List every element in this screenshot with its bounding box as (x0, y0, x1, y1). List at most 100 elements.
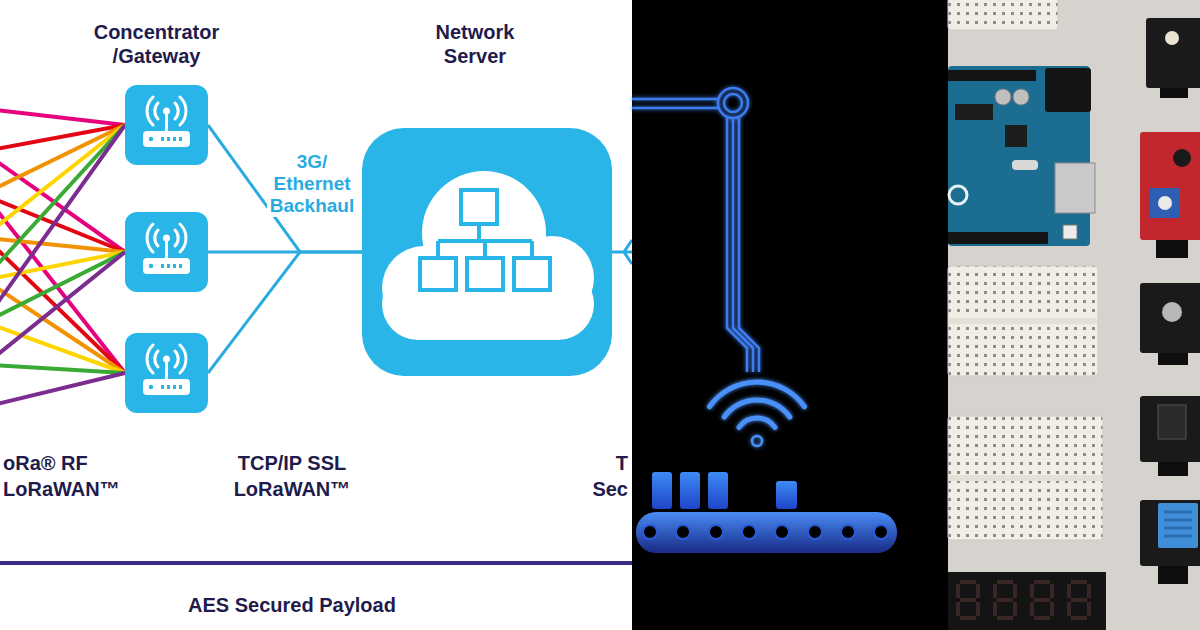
wifi-wave (739, 418, 775, 427)
sensor-part (1158, 405, 1186, 439)
roller (874, 525, 888, 539)
app-link-head (624, 240, 632, 264)
sensor-part (1162, 302, 1182, 322)
pin-header (948, 232, 1048, 244)
pcb (948, 66, 1090, 246)
protocol-label: oRa® RF LoRaWAN™ (3, 450, 133, 502)
breadboard (948, 266, 1098, 376)
rollers (643, 525, 888, 539)
edge-label: 3G/ Ethernet Backhaul (267, 151, 357, 217)
roller (808, 525, 822, 539)
conveyor (636, 472, 897, 553)
arm-line (632, 107, 719, 110)
gateway-symbol (143, 345, 190, 395)
roller (709, 525, 723, 539)
protocol-label: T Sec (584, 450, 628, 502)
sensor-module (1140, 283, 1200, 353)
sensor-module (1146, 18, 1200, 88)
node-icon (125, 85, 208, 165)
payload-bar (0, 561, 632, 565)
belt (636, 512, 897, 553)
pin-header (1160, 88, 1188, 98)
rf-link (0, 360, 125, 373)
gateway-icon (125, 333, 208, 413)
arduino-board (948, 66, 1095, 246)
rf-link (0, 125, 125, 425)
dht-grille (1164, 512, 1192, 536)
rf-link (0, 100, 125, 125)
display-body (948, 572, 1106, 630)
digit (1067, 580, 1091, 620)
node-heading-text: Concentrator /Gateway (94, 20, 220, 68)
dark-panel (632, 0, 948, 630)
roller (643, 525, 657, 539)
sensor-module (1140, 396, 1200, 462)
lora-rf-links (0, 100, 125, 425)
digit (1030, 580, 1054, 620)
parcel (652, 472, 672, 509)
breadboard (948, 0, 1058, 30)
panel-ground (0, 0, 632, 630)
robot-arm (632, 88, 759, 372)
sensor-part (1165, 31, 1179, 45)
crystal (1012, 160, 1038, 170)
wifi-symbol (710, 382, 805, 446)
breadboard-channel (948, 475, 1103, 481)
protocol-label: TCP/IP SSL LoRaWAN™ (222, 450, 362, 502)
pin-header (948, 70, 1036, 81)
arm-line (632, 98, 719, 101)
gateway-box (125, 212, 208, 292)
seven-segment-display (948, 572, 1106, 630)
rf-link (0, 252, 125, 425)
breadboards (948, 0, 1103, 540)
usb-port (1055, 163, 1095, 213)
server-node: Network Server (362, 128, 612, 376)
reset-button (1063, 225, 1077, 239)
parcel (680, 472, 700, 509)
icon-symbol (143, 97, 190, 147)
gateway-icon (125, 212, 208, 292)
parcel (708, 472, 728, 509)
rf-link (0, 125, 125, 360)
wifi-wave (710, 382, 805, 407)
node-icon (362, 128, 612, 376)
capacitor (995, 89, 1011, 105)
node-heading: Network Server (436, 20, 515, 68)
roller (841, 525, 855, 539)
breadboard-channel (948, 318, 1098, 324)
sensor-modules (1140, 18, 1200, 584)
parcel (776, 481, 797, 509)
payload-label: AES Secured Payload (188, 592, 396, 618)
logo-mark (949, 186, 967, 204)
sensor-part (1173, 149, 1191, 167)
pin-header (1158, 462, 1188, 476)
gateway-node: Concentrator /Gateway (125, 85, 208, 165)
digit (993, 580, 1017, 620)
roller (676, 525, 690, 539)
capacitor (1013, 89, 1029, 105)
icon-symbol (382, 171, 594, 340)
arm-line (739, 118, 759, 372)
backhaul-line (208, 252, 300, 373)
rf-link (0, 373, 125, 425)
potentiometer-knob (1158, 196, 1172, 210)
pin-header (1158, 566, 1188, 584)
node-heading-text: Network Server (436, 20, 515, 68)
pin-header (1158, 353, 1188, 365)
arm-joint (718, 88, 748, 118)
arm-line (733, 118, 753, 372)
chip (1005, 125, 1027, 147)
wifi-wave (724, 400, 790, 417)
gateway-box (125, 333, 208, 413)
dht-sensor (1158, 503, 1198, 548)
digit (956, 580, 980, 620)
chip (955, 104, 993, 120)
power-jack (1045, 68, 1091, 112)
breadboard (948, 416, 1103, 540)
app-link (612, 251, 632, 254)
roller (742, 525, 756, 539)
pin-header (1156, 240, 1188, 258)
arm-joint (724, 94, 742, 112)
